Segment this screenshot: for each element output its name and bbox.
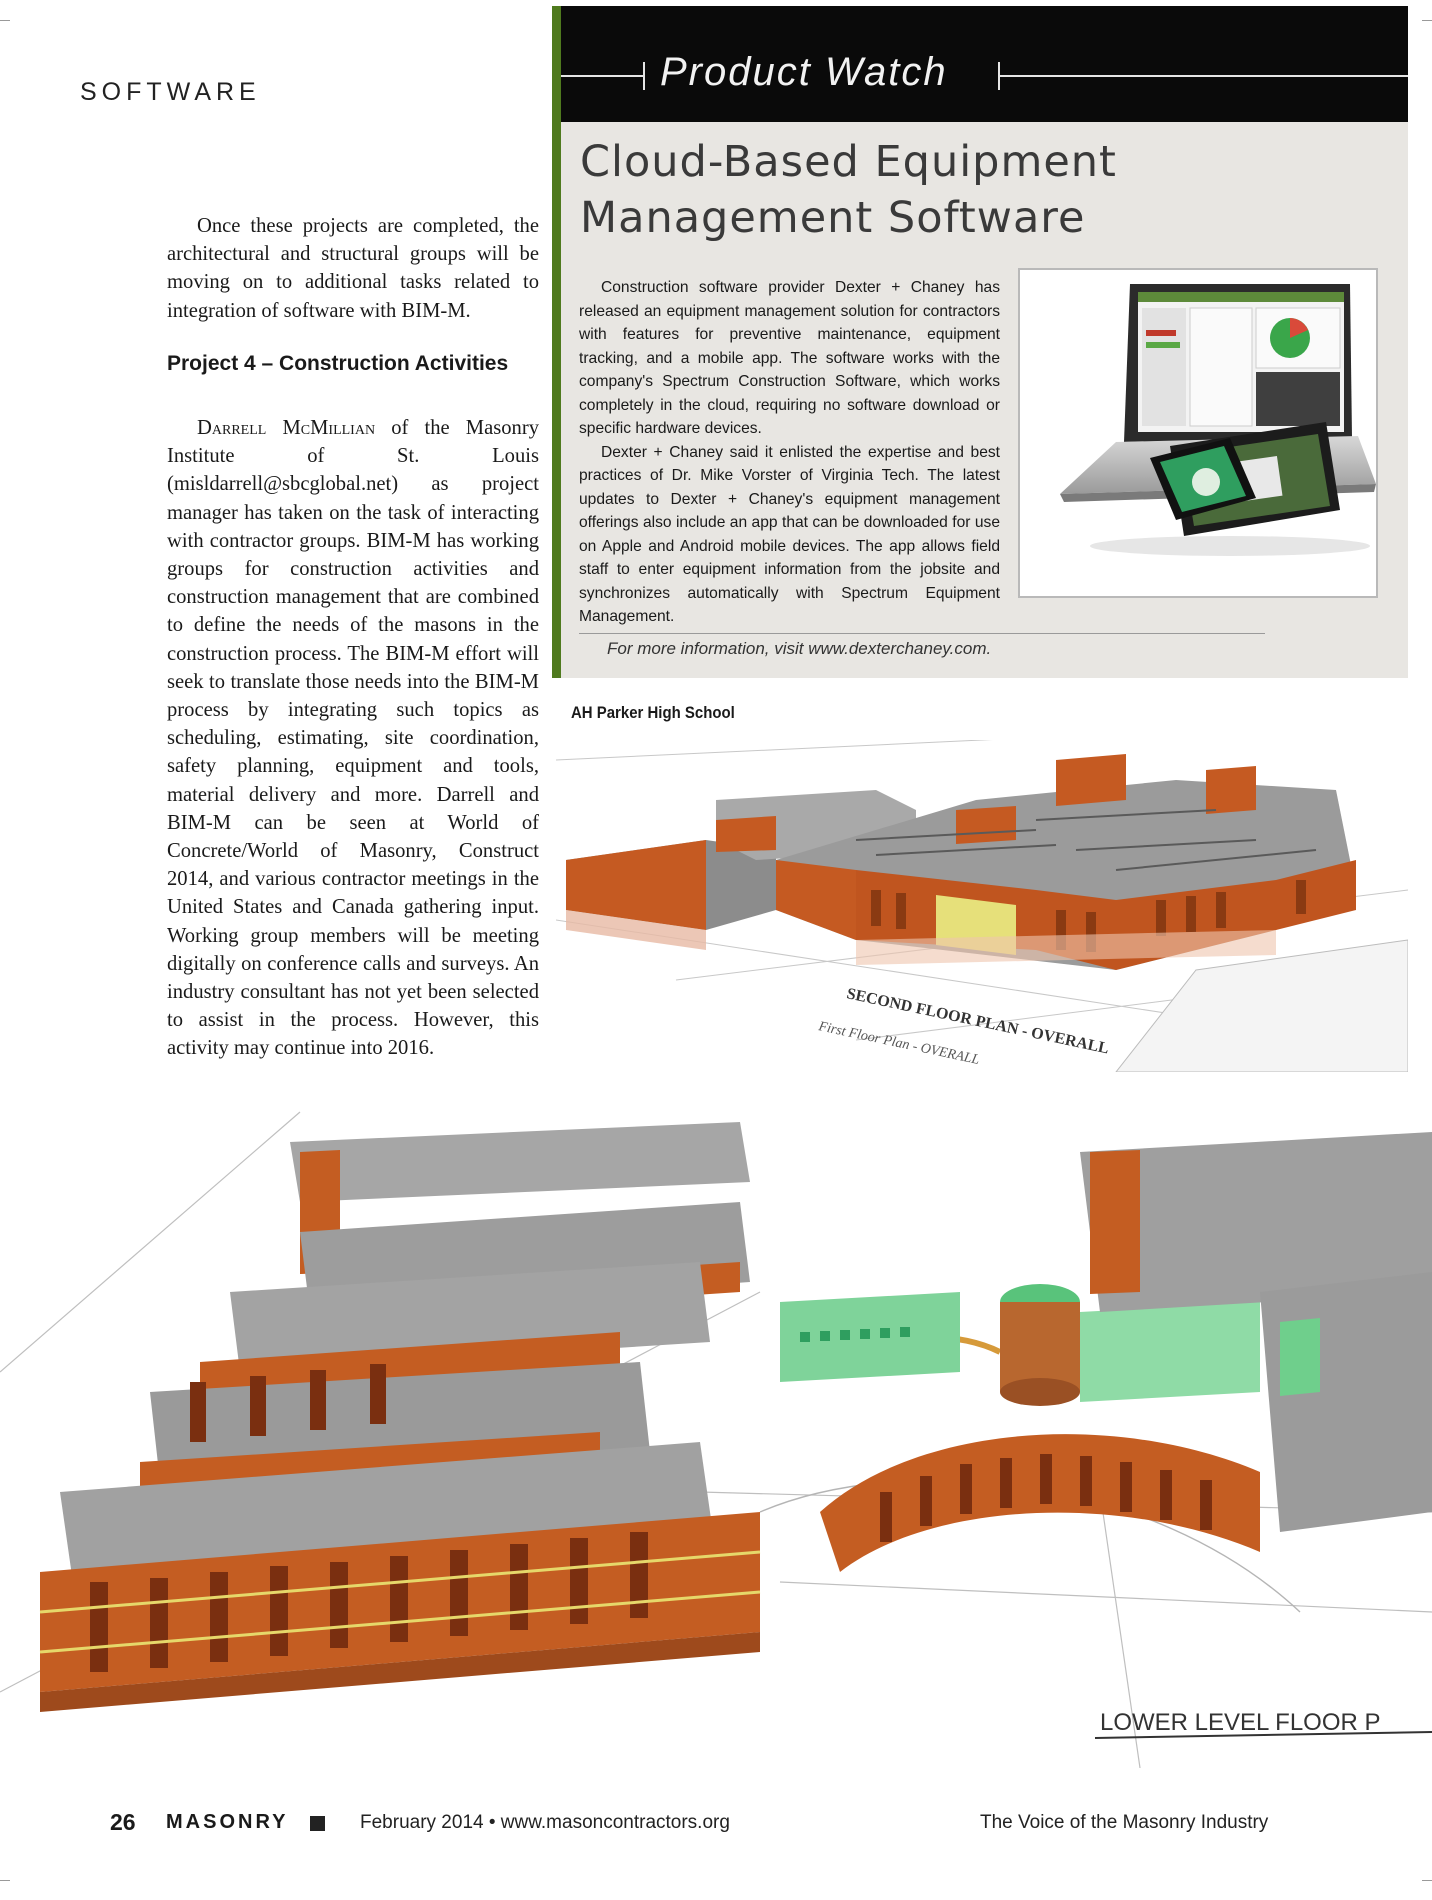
section-label: SOFTWARE — [80, 78, 261, 106]
author-name: Darrell McMillian — [197, 417, 376, 439]
crop-mark — [0, 20, 10, 21]
article-body: Construction software provider Dexter + … — [579, 276, 1000, 629]
paragraph-text: Once these projects are completed, the a… — [167, 215, 539, 322]
footer-tagline: The Voice of the Masonry Industry — [980, 1812, 1269, 1833]
banner-tick-left — [643, 62, 645, 90]
bim-model-upper-image: SECOND FLOOR PLAN - OVERALL First Floor … — [555, 719, 1409, 1073]
magazine-name: MASONRY — [166, 1811, 289, 1833]
bim-model-rendering: SECOND FLOOR PLAN - OVERALL First Floor … — [555, 719, 1409, 1073]
bim-model-lower-image: LOWER LEVEL FLOOR P — [0, 1092, 1432, 1769]
crop-mark — [1422, 1880, 1432, 1881]
figure-caption: AH Parker High School — [571, 703, 735, 722]
banner-tick-right — [998, 62, 1000, 90]
crop-mark — [0, 1880, 10, 1881]
banner-rule-left — [561, 75, 645, 77]
paragraph-continuation: of the Masonry Institute of St. Louis (m… — [167, 417, 539, 1060]
article-paragraph: Construction software provider Dexter + … — [579, 279, 1000, 437]
footer-issue: February 2014 • www.masoncontractors.org — [360, 1812, 730, 1833]
project-heading: Project 4 – Construction Activities — [167, 352, 509, 375]
body-paragraph-1: Once these projects are completed, the a… — [167, 212, 539, 325]
footer-square-icon — [310, 1816, 325, 1831]
product-watch-banner — [561, 6, 1408, 122]
body-paragraph-2: Darrell McMillian of the Masonry Institu… — [167, 414, 539, 1063]
more-info-link[interactable]: For more information, visit www.dexterch… — [607, 639, 992, 658]
product-watch-title: Product Watch — [660, 50, 948, 94]
bim-model-rendering: LOWER LEVEL FLOOR P — [0, 1092, 1432, 1769]
page-number: 26 — [110, 1809, 136, 1835]
article-headline: Cloud-Based Equipment Management Softwar… — [580, 137, 1117, 243]
divider — [579, 633, 1265, 634]
plan-label: LOWER LEVEL FLOOR P — [1100, 1709, 1381, 1736]
paragraph-text: Darrell McMillian of the Masonry Institu… — [167, 414, 539, 1063]
product-photo — [1018, 268, 1378, 598]
laptop-devices-illustration — [1060, 284, 1376, 556]
crop-mark — [1422, 20, 1432, 21]
article-paragraph: Dexter + Chaney said it enlisted the exp… — [579, 443, 1000, 626]
banner-rule-right — [1000, 75, 1408, 77]
